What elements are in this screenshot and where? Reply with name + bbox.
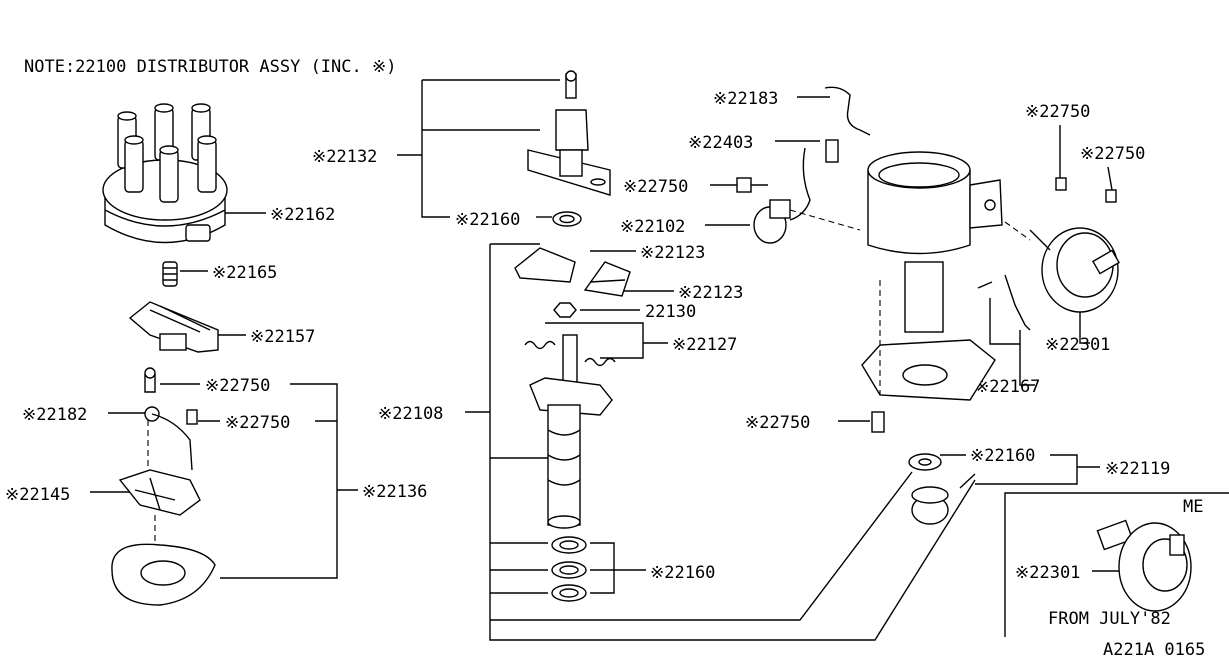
callout-22119: ※22119 (1105, 459, 1170, 479)
callout-22123-b: ※22123 (678, 283, 743, 303)
washer-stack (551, 536, 587, 602)
ground-wire (789, 147, 811, 221)
breaker-assembly (111, 367, 216, 606)
distributor-housing (861, 151, 1003, 401)
callout-22108: ※22108 (378, 404, 443, 424)
pickup-parts (514, 247, 631, 297)
carbon-point (162, 261, 178, 287)
callout-22123-a: ※22123 (640, 243, 705, 263)
vacuum-controller-me (1096, 519, 1192, 612)
distributor-shaft (529, 334, 613, 529)
variant-code: ME (1183, 497, 1203, 517)
collar (911, 473, 976, 525)
callout-22750-right-b: ※22750 (1080, 144, 1145, 164)
callout-22127: ※22127 (672, 335, 737, 355)
callout-22750-left-top: ※22750 (205, 376, 270, 396)
callout-22157: ※22157 (250, 327, 315, 347)
callout-22750-left-mid: ※22750 (225, 413, 290, 433)
seal-ring-right (908, 453, 942, 471)
callout-22160-stack: ※22160 (650, 563, 715, 583)
rotor-head (128, 301, 219, 353)
callout-22750-center: ※22750 (623, 177, 688, 197)
variant-note: FROM JULY'82 (1048, 609, 1171, 629)
callout-22750-right-a: ※22750 (1025, 102, 1090, 122)
callout-22136: ※22136 (362, 482, 427, 502)
callout-22160-right: ※22160 (970, 446, 1035, 466)
callout-22102: ※22102 (620, 217, 685, 237)
callout-22160-top: ※22160 (455, 210, 520, 230)
condenser (753, 199, 791, 244)
nut (553, 302, 577, 318)
vacuum-controller (1029, 227, 1120, 313)
callout-22145: ※22145 (5, 485, 70, 505)
note-text: NOTE:22100 DISTRIBUTOR ASSY (INC. ※) (24, 57, 396, 77)
callout-22750-bottom: ※22750 (745, 413, 810, 433)
diagram-code: A221A 0165 (1103, 640, 1205, 660)
leader-lines (90, 79, 1229, 641)
governor-springs (524, 340, 616, 367)
bottom-bolt (871, 411, 885, 433)
callout-22301: ※22301 (1045, 335, 1110, 355)
seal-ring-top (552, 211, 582, 227)
link-lever (1004, 274, 1031, 331)
callout-22130: 22130 (645, 302, 696, 322)
center-bolt (736, 177, 768, 193)
callout-22132: ※22132 (312, 147, 377, 167)
callout-22165: ※22165 (212, 263, 277, 283)
callout-22301-me: ※22301 (1015, 563, 1080, 583)
callout-22403: ※22403 (688, 133, 753, 153)
distributor-bracket (527, 70, 611, 196)
callout-22162: ※22162 (270, 205, 335, 225)
callout-22183: ※22183 (713, 89, 778, 109)
distributor-cap (102, 103, 228, 244)
terminal-clip (824, 86, 871, 136)
callout-22167: ※22167 (975, 377, 1040, 397)
callout-22182: ※22182 (22, 405, 87, 425)
